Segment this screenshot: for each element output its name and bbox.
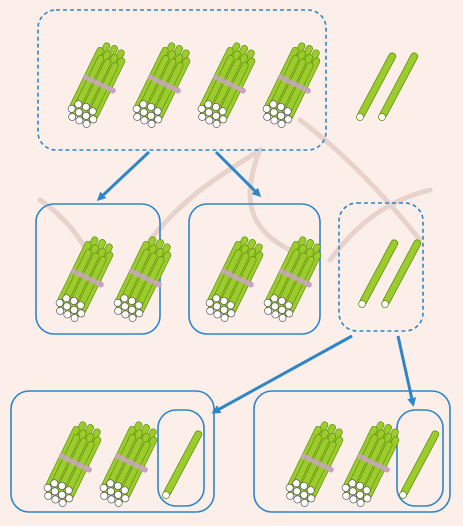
single-stick <box>162 430 203 499</box>
split-group-outline <box>188 203 321 335</box>
single-stick <box>399 430 440 499</box>
single-stick <box>356 52 397 121</box>
bundle-of-ten <box>132 42 191 128</box>
single-stick-outline <box>396 409 444 507</box>
split-group-outline <box>338 202 424 332</box>
watermark <box>37 117 433 283</box>
bundle-of-ten <box>99 421 158 507</box>
bundle-of-ten <box>43 421 102 507</box>
split-arrow <box>96 150 151 202</box>
bundle-of-ten <box>197 42 256 128</box>
bundle-of-ten <box>285 421 344 507</box>
single-stick <box>358 239 399 308</box>
single-stick <box>381 239 422 308</box>
final-group-outline <box>253 390 451 513</box>
bundle-of-ten <box>263 236 322 322</box>
bundle-of-ten <box>341 421 400 507</box>
bundle-of-ten <box>262 42 321 128</box>
bundle-of-ten <box>205 236 264 322</box>
bundle-of-ten <box>67 42 126 128</box>
single-stick-outline <box>157 409 205 507</box>
final-group-outline <box>10 390 215 513</box>
split-arrow <box>396 335 417 407</box>
single-stick <box>378 52 419 121</box>
split-arrow <box>211 334 353 414</box>
split-arrow <box>214 150 262 198</box>
bundle-of-ten <box>113 236 172 322</box>
top-group-outline <box>37 9 327 151</box>
bundle-of-ten <box>55 236 114 322</box>
